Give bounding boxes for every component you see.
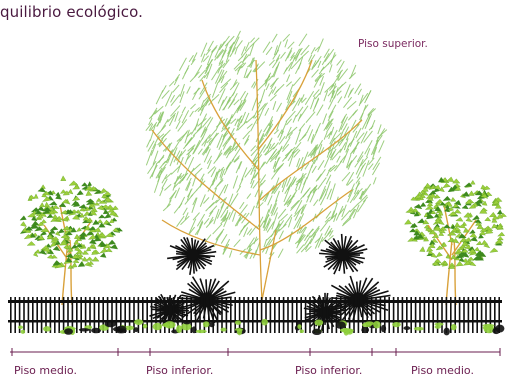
- small-tree-icon: [404, 177, 506, 305]
- label-piso-medio-left: Piso medio.: [14, 364, 77, 377]
- label-piso-superior: Piso superior.: [358, 38, 428, 50]
- layer-scale-line: [10, 348, 500, 356]
- fence-icon: [8, 297, 502, 333]
- label-piso-inferior-right: Piso inferior.: [295, 364, 362, 377]
- label-piso-medio-right: Piso medio.: [411, 364, 474, 377]
- small-tree-icon: [20, 176, 123, 305]
- label-piso-inferior-left: Piso inferior.: [146, 364, 213, 377]
- diagram-title: quilibrio ecológico.: [0, 3, 143, 21]
